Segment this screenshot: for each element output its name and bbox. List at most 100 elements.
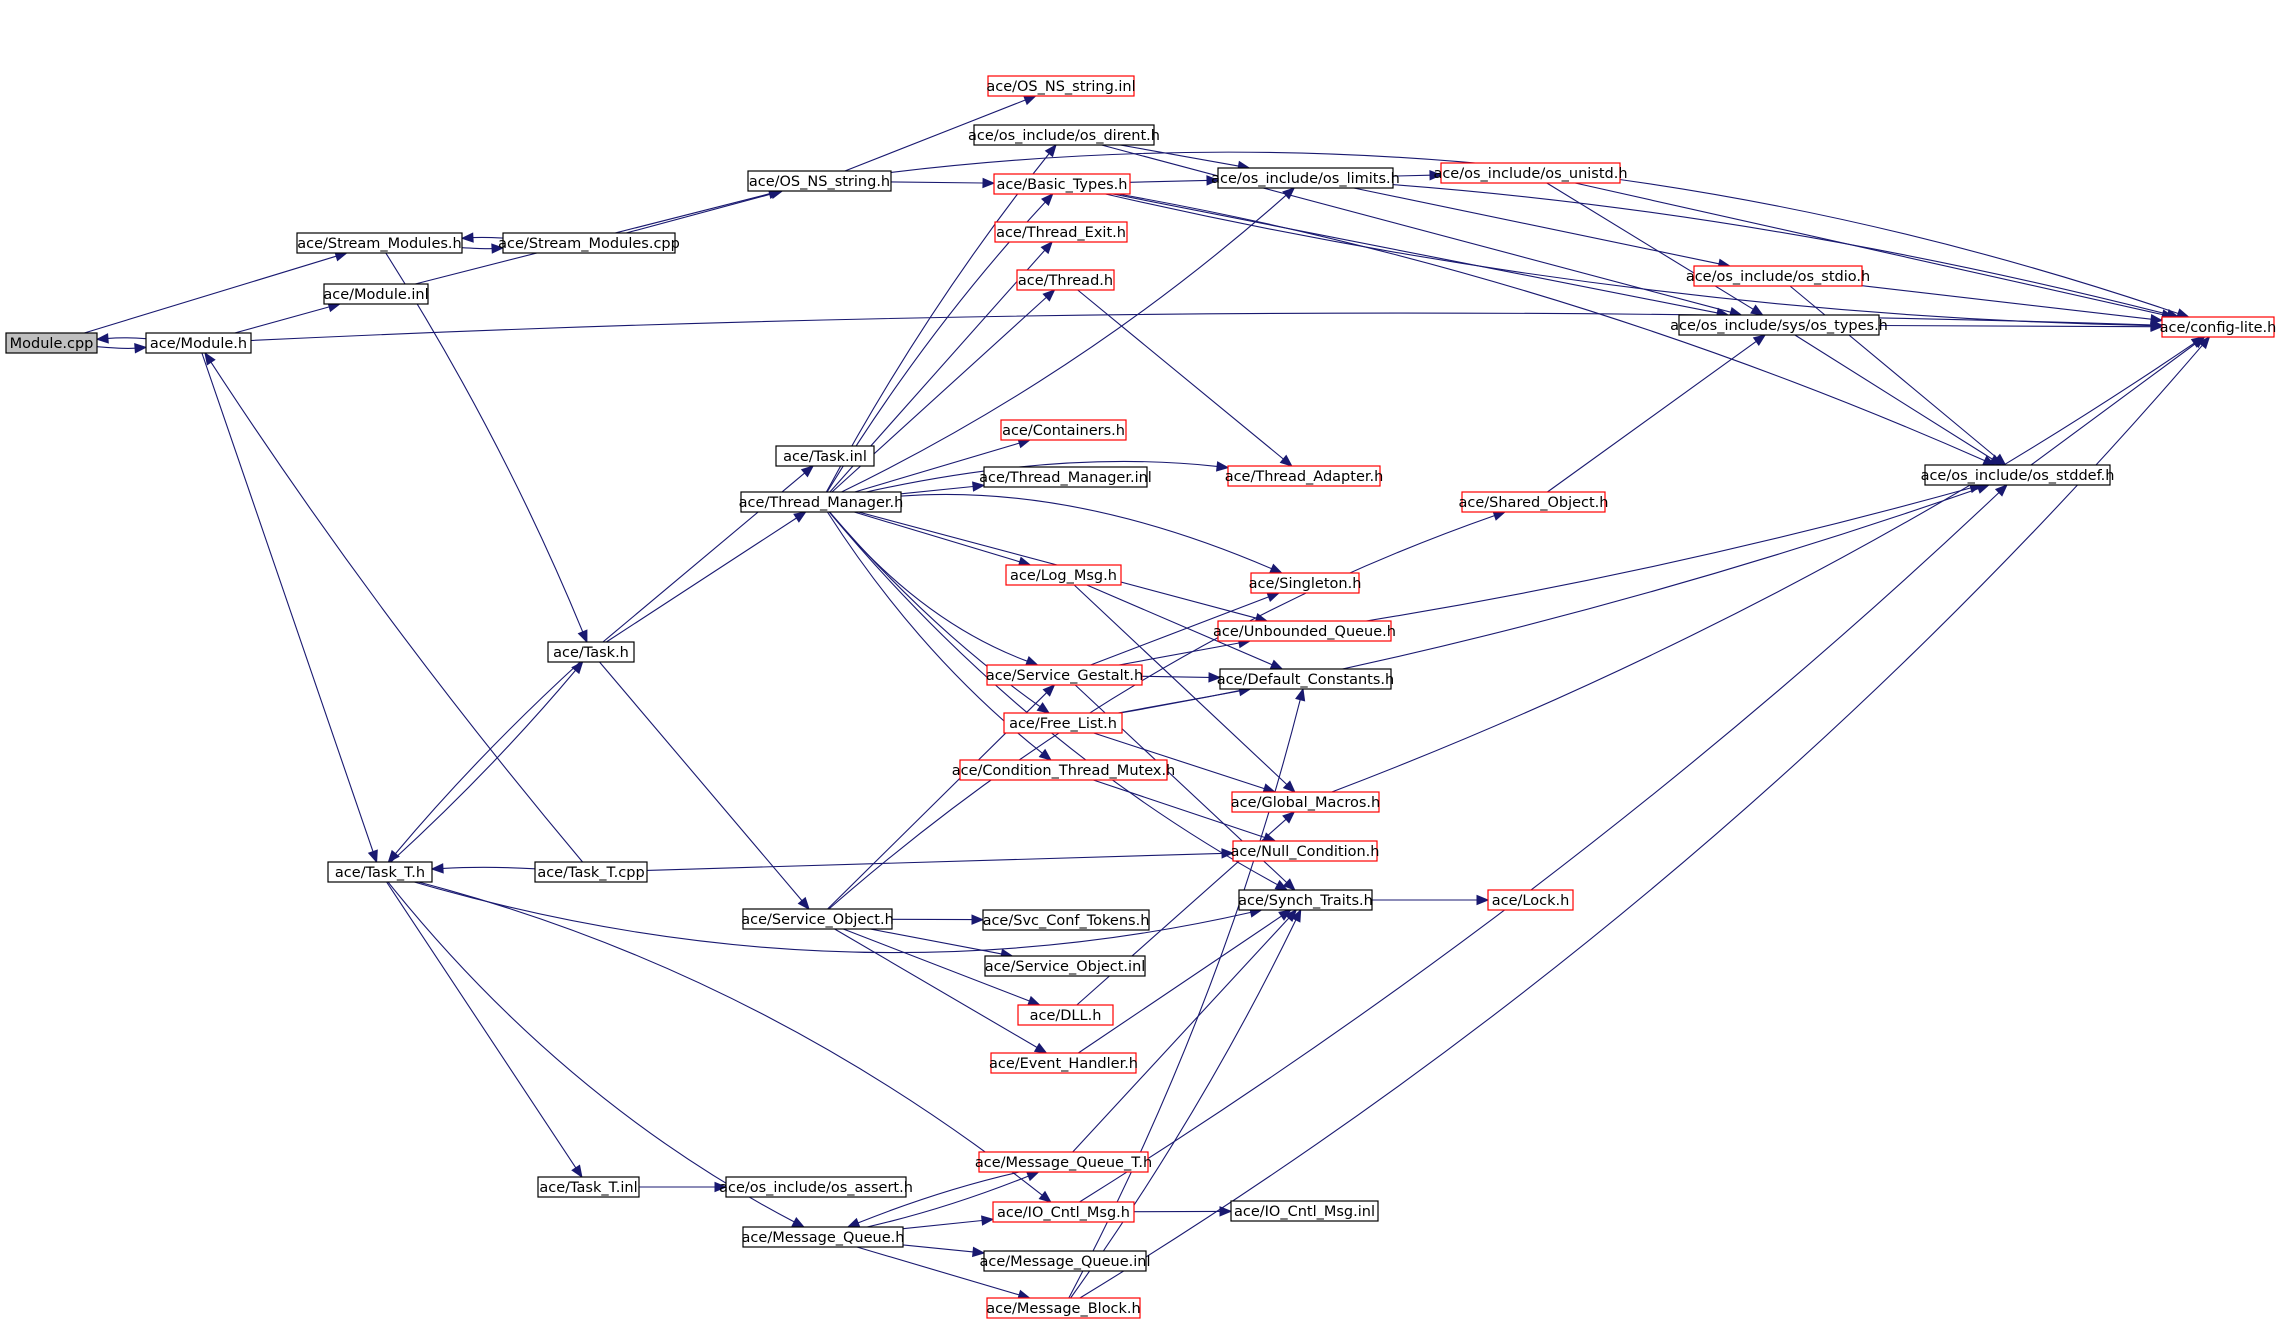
edge-os_types_h-to-os_stddef_h: [1794, 334, 1993, 460]
node-synch-traits-h[interactable]: ace/Synch_Traits.h: [1238, 889, 1373, 911]
edge-unbounded_queue_h-to-os_stddef_h: [1366, 487, 1971, 622]
node-label: ace/os_include/os_limits.h: [1211, 171, 1400, 187]
node-label: ace/Free_List.h: [1009, 716, 1117, 732]
node-module-h[interactable]: ace/Module.h: [145, 332, 252, 354]
node-containers-h[interactable]: ace/Containers.h: [1000, 419, 1127, 441]
arrowhead-task_h-to-task_inl: [800, 465, 815, 478]
arrowhead-thread_manager_h-to-singleton_h: [1269, 563, 1283, 574]
node-os-unistd-h[interactable]: ace/os_include/os_unistd.h: [1433, 162, 1628, 184]
edge-service_object_h-to-shared_object_h: [828, 515, 1495, 910]
node-service-object-inl[interactable]: ace/Service_Object.inl: [984, 955, 1146, 977]
node-os-ns-string-inl[interactable]: ace/OS_NS_string.inl: [986, 75, 1136, 97]
edge-os_dirent_h-to-os_types_h: [1101, 144, 1731, 313]
node-shared-object-h[interactable]: ace/Shared_Object.h: [1459, 491, 1609, 513]
node-service-gestalt-h[interactable]: ace/Service_Gestalt.h: [986, 664, 1143, 686]
arrowhead-task_t_cpp-to-module_h: [204, 351, 216, 366]
node-label: ace/Shared_Object.h: [1459, 495, 1609, 511]
node-lock-h[interactable]: ace/Lock.h: [1487, 889, 1574, 911]
node-box: [742, 1226, 904, 1248]
node-global-macros-h[interactable]: ace/Global_Macros.h: [1231, 791, 1380, 813]
arrowhead-os_stdio_h-to-config_lite_h: [2150, 314, 2164, 325]
node-label: ace/Stream_Modules.h: [297, 236, 461, 252]
node-label: ace/Thread_Manager.h: [739, 495, 904, 511]
arrowhead-log_msg_h-to-global_macros_h: [1282, 780, 1296, 793]
node-singleton-h[interactable]: ace/Singleton.h: [1249, 572, 1362, 594]
node-null-condition-h[interactable]: ace/Null_Condition.h: [1230, 840, 1380, 862]
node-default-constants-h[interactable]: ace/Default_Constants.h: [1217, 668, 1394, 690]
node-thread-manager-inl[interactable]: ace/Thread_Manager.inl: [979, 466, 1152, 488]
node-os-stdio-h[interactable]: ace/os_include/os_stdio.h: [1686, 265, 1870, 287]
arrowhead-service_object_h-to-event_handler_h: [1033, 1042, 1048, 1054]
arrowhead-thread_manager_h-to-condition_thread_mutex_h: [1038, 748, 1052, 761]
node-label: ace/os_include/sys/os_types.h: [1670, 318, 1888, 334]
node-config-lite-h[interactable]: ace/config-lite.h: [2160, 316, 2277, 338]
arrowhead-message_block_h-to-synch_traits_h: [1290, 908, 1302, 923]
edge-stream_modules_h-to-task_h: [385, 252, 584, 633]
edge-message_queue_t_h-to-message_queue_h: [857, 1171, 1020, 1224]
node-module-inl[interactable]: ace/Module.inl: [323, 283, 429, 305]
edge-os_unistd_h-to-os_types_h: [1546, 182, 1754, 310]
node-unbounded-queue-h[interactable]: ace/Unbounded_Queue.h: [1213, 620, 1396, 642]
node-io-cntl-msg-inl[interactable]: ace/IO_Cntl_Msg.inl: [1230, 1200, 1379, 1222]
arrowhead-dll_h-to-global_macros_h: [1282, 811, 1296, 824]
arrowhead-thread_manager_h-to-os_limits_h: [1282, 187, 1296, 200]
node-basic-types-h[interactable]: ace/Basic_Types.h: [993, 173, 1131, 195]
node-thread-manager-h[interactable]: ace/Thread_Manager.h: [739, 491, 904, 513]
node-thread-h[interactable]: ace/Thread.h: [1016, 269, 1115, 291]
node-service-object-h[interactable]: ace/Service_Object.h: [741, 908, 894, 930]
edge-service_object_h-to-event_handler_h: [834, 928, 1038, 1048]
node-task-t-h[interactable]: ace/Task_T.h: [327, 861, 433, 883]
edge-thread_manager_h-to-os_limits_h: [841, 194, 1287, 493]
edge-thread_manager_h-to-thread_adapter_h: [866, 460, 1218, 493]
node-box: [5, 332, 98, 354]
edge-module_h-to-task_t_h: [201, 352, 374, 852]
node-io-cntl-msg-h[interactable]: ace/IO_Cntl_Msg.h: [992, 1201, 1135, 1223]
node-event-handler-h[interactable]: ace/Event_Handler.h: [989, 1052, 1138, 1074]
node-condition-thread-mutex-h[interactable]: ace/Condition_Thread_Mutex.h: [952, 759, 1176, 781]
node-label: ace/Module.inl: [323, 287, 428, 303]
node-task-inl[interactable]: ace/Task.inl: [775, 445, 875, 467]
node-box: [984, 955, 1146, 977]
node-label: ace/Task_T.inl: [539, 1180, 637, 1196]
node-message-block-h[interactable]: ace/Message_Block.h: [986, 1297, 1141, 1319]
node-svc-conf-tokens-h[interactable]: ace/Svc_Conf_Tokens.h: [982, 909, 1150, 931]
node-box: [986, 1297, 1141, 1319]
node-message-queue-inl[interactable]: ace/Message_Queue.inl: [980, 1250, 1151, 1272]
node-stream-modules-h[interactable]: ace/Stream_Modules.h: [296, 232, 463, 254]
arrowhead-log_msg_h-to-default_constants_h: [1269, 659, 1284, 670]
node-dll-h[interactable]: ace/DLL.h: [1017, 1004, 1114, 1026]
node-os-dirent-h[interactable]: ace/os_include/os_dirent.h: [968, 124, 1160, 146]
node-task-h[interactable]: ace/Task.h: [547, 641, 635, 663]
edge-task_t_cpp-to-module_h: [210, 361, 584, 863]
node-message-queue-t-h[interactable]: ace/Message_Queue_T.h: [975, 1151, 1152, 1173]
arrowhead-thread_h-to-thread_adapter_h: [1279, 454, 1293, 467]
node-log-msg-h[interactable]: ace/Log_Msg.h: [1005, 564, 1122, 586]
node-message-queue-h[interactable]: ace/Message_Queue.h: [742, 1226, 905, 1248]
arrowhead-stream_modules_h-to-task_h: [577, 629, 588, 644]
edge-os_limits_h-to-os_stdio_h: [1353, 187, 1720, 265]
node-task-t-inl[interactable]: ace/Task_T.inl: [537, 1176, 640, 1198]
node-stream-modules-cpp[interactable]: ace/Stream_Modules.cpp: [498, 232, 680, 254]
node-thread-exit-h[interactable]: ace/Thread_Exit.h: [994, 221, 1128, 243]
node-os-types-h[interactable]: ace/os_include/sys/os_types.h: [1670, 314, 1888, 336]
node-os-assert-h[interactable]: ace/os_include/os_assert.h: [719, 1176, 913, 1198]
edge-basic_types_h-to-os_stddef_h: [1118, 193, 1985, 462]
node-os-stddef-h[interactable]: ace/os_include/os_stddef.h: [1921, 464, 2115, 486]
arrowhead-thread_manager_h-to-thread_h: [1042, 289, 1056, 302]
arrowhead-service_object_h-to-service_gestalt_h: [1042, 684, 1056, 697]
node-label: ace/OS_NS_string.h: [749, 174, 890, 190]
node-task-t-cpp[interactable]: ace/Task_T.cpp: [534, 861, 648, 883]
node-thread-adapter-h[interactable]: ace/Thread_Adapter.h: [1225, 465, 1384, 487]
edge-service_gestalt_h-to-unbounded_queue_h: [1118, 642, 1240, 666]
arrowhead-service_object_h-to-svc_conf_tokens_h: [971, 914, 985, 925]
node-label: ace/Null_Condition.h: [1230, 844, 1379, 860]
node-box: [1924, 464, 2111, 486]
edge-stream_modules_h-to-stream_modules_cpp: [461, 247, 493, 250]
node-label: ace/Svc_Conf_Tokens.h: [983, 913, 1150, 929]
node-os-limits-h[interactable]: ace/os_include/os_limits.h: [1211, 167, 1400, 189]
node-label: ace/Service_Gestalt.h: [986, 668, 1143, 684]
edge-os_dirent_h-to-os_limits_h: [1120, 144, 1239, 167]
node-free-list-h[interactable]: ace/Free_List.h: [1003, 712, 1123, 734]
node-os-ns-string-h[interactable]: ace/OS_NS_string.h: [747, 170, 892, 192]
